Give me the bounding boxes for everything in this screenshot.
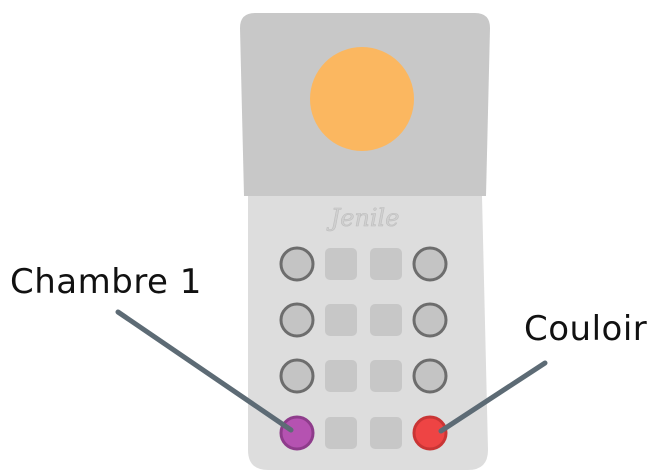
red-button[interactable]	[412, 415, 448, 451]
square-button[interactable]	[370, 304, 402, 336]
square-button[interactable]	[325, 304, 357, 336]
round-button[interactable]	[279, 358, 315, 394]
round-button[interactable]	[279, 302, 315, 338]
square-button[interactable]	[370, 417, 402, 449]
callout-label-chambre-1: Chambre 1	[10, 262, 202, 302]
round-button[interactable]	[412, 246, 448, 282]
indicator-light	[310, 47, 414, 151]
round-button[interactable]	[279, 246, 315, 282]
round-button[interactable]	[412, 358, 448, 394]
square-button[interactable]	[370, 248, 402, 280]
square-button[interactable]	[370, 360, 402, 392]
callout-line-left	[115, 309, 294, 433]
callout-label-couloir: Couloir	[524, 309, 648, 349]
brand-logo: Jenile	[326, 204, 400, 232]
square-button[interactable]	[325, 417, 357, 449]
round-button[interactable]	[412, 302, 448, 338]
square-button[interactable]	[325, 248, 357, 280]
callout-line-right	[438, 360, 548, 434]
purple-button[interactable]	[279, 415, 315, 451]
square-button[interactable]	[325, 360, 357, 392]
button-grid	[279, 246, 448, 451]
